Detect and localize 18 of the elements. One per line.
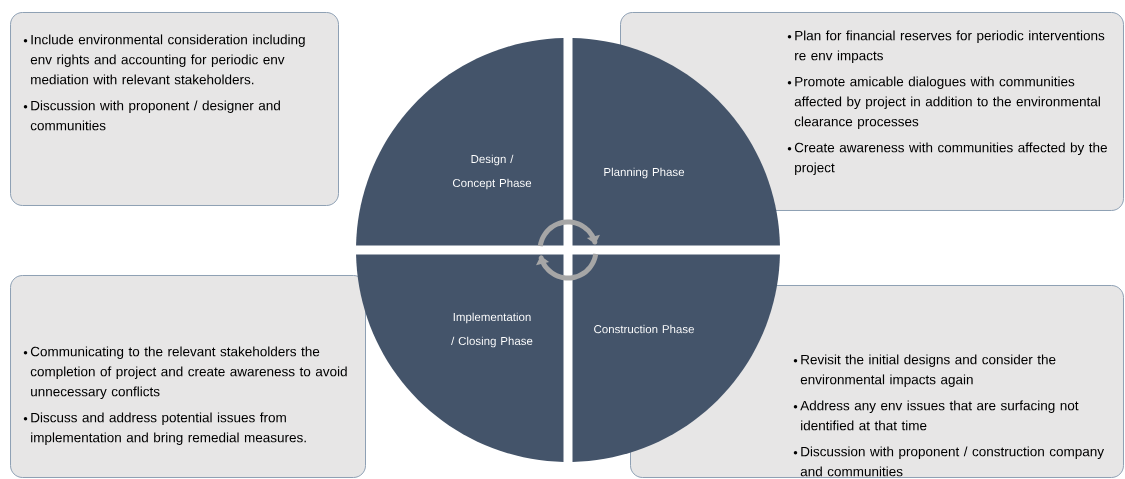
bullet-text: Communicating to the relevant stakeholders the completion of project and create awareness to avoid unnecessary conflicts	[23, 346, 347, 399]
bullet-text: Include environmental consideration including env rights and accounting for periodic env mediation with relevant stakeholders.	[23, 34, 305, 85]
bullet-text: Discussion with proponent / construction company and communities	[793, 446, 1104, 477]
text-box	[10, 275, 366, 478]
bullet-text: Discussion with proponent / designer and communities	[23, 100, 280, 131]
phase-quadrant: Construction Phase	[572, 254, 780, 462]
bullet-text: Plan for financial reserves for periodic interventions re env impacts	[787, 30, 1105, 63]
cycle-arrow	[537, 219, 600, 247]
bullet-text: Create awareness with communities affected by the project	[787, 142, 1107, 175]
bullet-text: Promote amicable dialogues with communities affected by project in addition to the environmental clearance processes	[787, 76, 1100, 129]
bullet-text: Discuss and address potential issues from implementation and bring remedial measures.	[23, 412, 306, 445]
text-box	[10, 12, 339, 206]
phase-quadrant: Design / Concept Phase	[356, 38, 564, 246]
bullet-text: Revisit the initial designs and consider the environmental impacts again	[793, 354, 1056, 387]
phase-quadrant: Implementation / Closing Phase	[356, 254, 564, 462]
cycle-arrow	[536, 253, 599, 281]
bullet-text: Address any env issues that are surfacing not identified at that time	[793, 400, 1079, 431]
phase-quadrant: Planning Phase	[572, 38, 780, 246]
